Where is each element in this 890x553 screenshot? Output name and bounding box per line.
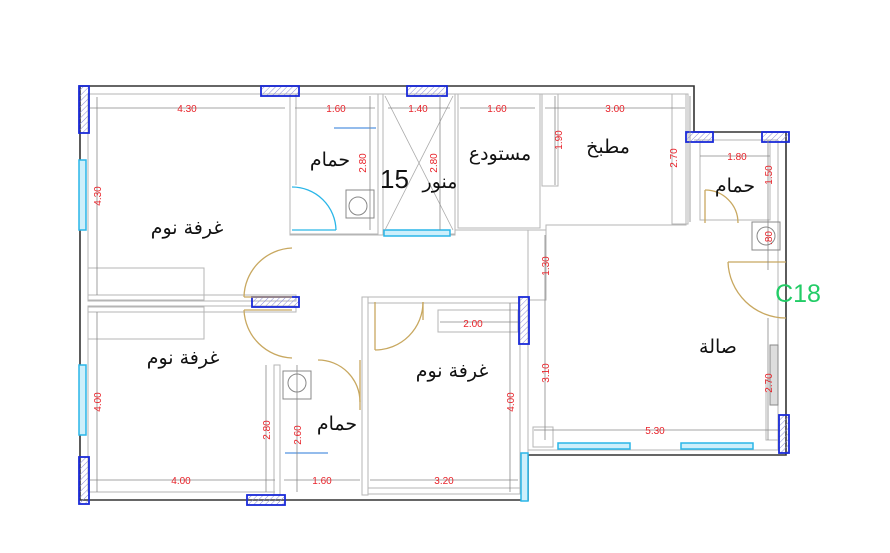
windows [78,159,754,502]
dim-4-00-h-left: 4.00 [171,476,191,487]
dim-1-80-right-bath: 1.80 [727,152,747,163]
bath-door [291,186,337,231]
columns [78,85,790,506]
dim-1-50-right-bath: 1.50 [764,165,775,185]
room-kitchen: مطبخ [586,136,630,158]
light-well-number: 15 [380,164,409,194]
dim-2-60-bottom-bath: 2.60 [293,425,304,445]
dim-1-60-storage: 1.60 [487,104,507,115]
room-bathroom-bottom: حمام [317,413,357,435]
room-light-well: منور [422,171,458,193]
dim-1-30-corridor: 1.30 [541,256,552,276]
dim-1-60-top-bath: 1.60 [326,104,346,115]
dim-2-80-bottom-bath: 2.80 [262,420,273,440]
dim-1-90-storage: 1.90 [554,130,565,150]
dim-1-40-lightwell: 1.40 [408,104,428,115]
dim-3-20-middle: 3.20 [434,476,454,487]
code-tag: C18 [775,280,821,308]
room-storage: مستودع [469,143,531,165]
dim-2-80-bath: 2.80 [358,153,369,173]
exterior-walls [79,85,787,501]
dimension-labels: 4.30 4.30 1.60 2.80 1.40 2.80 1.60 1.90 … [93,104,775,487]
light-well-cross [384,95,454,231]
dim-80-right-bath: .80 [764,231,775,245]
room-bathroom-right: حمام [715,175,755,197]
dim-2-70-kitchen: 2.70 [669,148,680,168]
doors [243,189,787,410]
dim-2-00-closet: 2.00 [463,319,483,330]
room-labels: غرفة نوم حمام 15 منور مستودع مطبخ حمام C… [147,136,821,435]
dim-4-30-h: 4.30 [177,104,197,115]
dim-4-00-v-left: 4.00 [93,392,104,412]
dim-1-60-bottom-bath: 1.60 [312,476,332,487]
dim-3-00-kitchen: 3.00 [605,104,625,115]
room-living: صالة [699,336,737,358]
room-bedroom-bottom-middle: غرفة نوم [416,360,489,382]
dim-2-70-living: 2.70 [764,373,775,393]
dim-4-00-middle: 4.00 [506,392,517,412]
room-bedroom-top-left: غرفة نوم [151,217,224,239]
dimension-lines [90,96,778,492]
dim-4-30-v: 4.30 [93,186,104,206]
fixtures [282,127,781,454]
dim-2-80-lightwell: 2.80 [429,153,440,173]
dim-5-30-living: 5.30 [645,426,665,437]
room-bedroom-bottom-left: غرفة نوم [147,347,220,369]
room-bathroom-top: حمام [310,149,350,171]
dim-3-10-living: 3.10 [541,363,552,383]
